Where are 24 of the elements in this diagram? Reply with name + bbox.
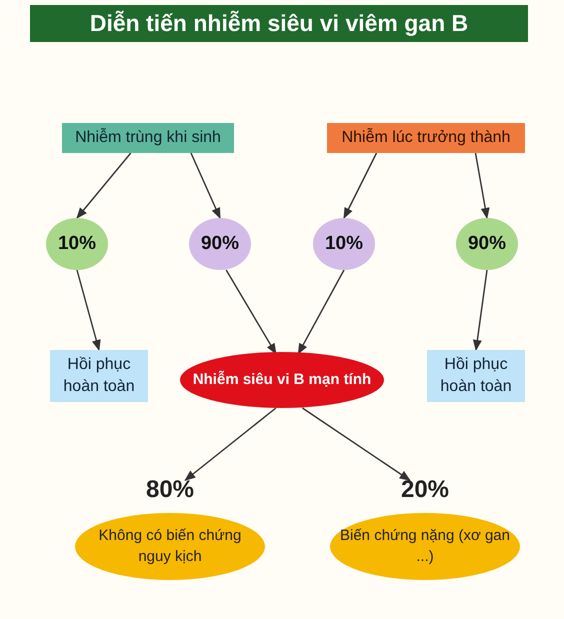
arrow [474, 152, 490, 220]
arrow [76, 270, 101, 352]
arrow [343, 152, 378, 219]
outcome-box: Hồi phục hoàn toàn [427, 350, 525, 402]
percent-ellipse: 90% [189, 218, 251, 270]
percent-ellipse: 90% [456, 218, 518, 270]
percent-label: 80% [146, 475, 194, 505]
percent-ellipse: 10% [313, 218, 375, 270]
chronic-ellipse: Nhiễm siêu vi B mạn tính [180, 352, 384, 408]
arrow [184, 407, 276, 481]
outcome-box: Hồi phục hoàn toàn [50, 350, 148, 402]
source-box: Nhiễm trùng khi sinh [62, 123, 234, 153]
arrow [302, 407, 411, 481]
percent-ellipse: 10% [46, 218, 108, 270]
arrow [226, 270, 276, 355]
outcome-ellipse: Biến chứng nặng (xơ gan ...) [330, 513, 520, 580]
title-banner: Diễn tiến nhiễm siêu vi viêm gan B [30, 5, 528, 42]
arrow [190, 152, 221, 220]
source-box: Nhiễm lúc trưởng thành [327, 123, 525, 153]
arrow [76, 152, 132, 219]
percent-label: 20% [400, 475, 450, 505]
arrow [472, 270, 488, 352]
outcome-ellipse: Không có biến chứng nguy kịch [75, 513, 265, 580]
arrow [298, 270, 345, 355]
